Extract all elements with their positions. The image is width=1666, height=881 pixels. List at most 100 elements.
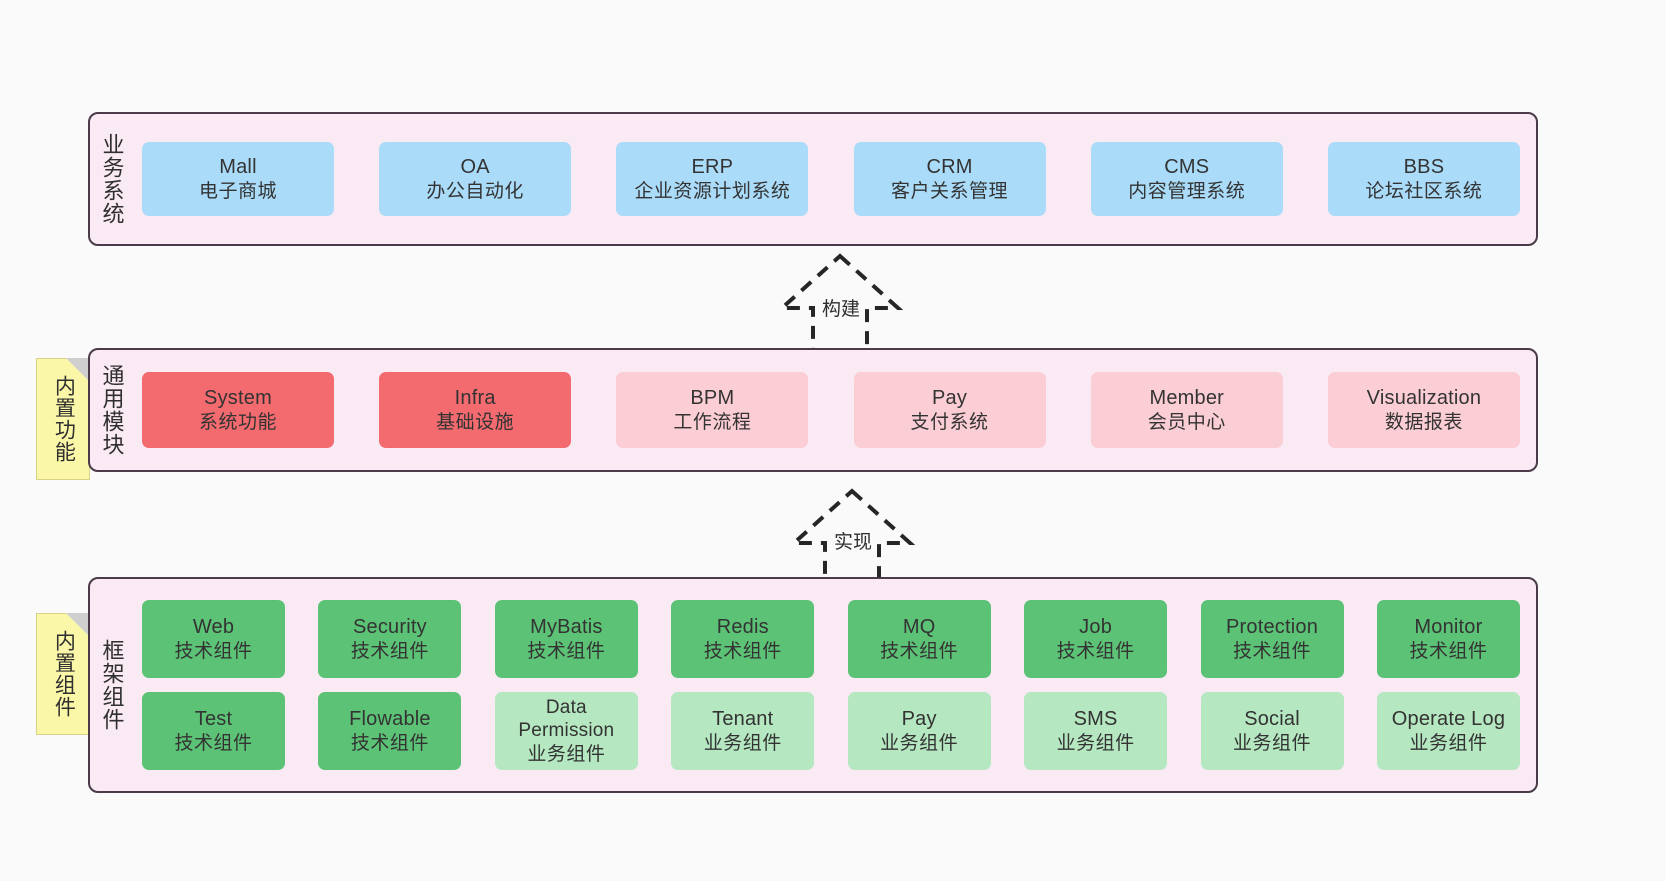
connector-build: 构建 [750, 252, 930, 356]
note-tag-builtin-function-label: 内置功能 [52, 375, 76, 463]
box-redis-cn: 技术组件 [703, 640, 782, 662]
box-pay-module[interactable]: Pay 支付系统 [853, 372, 1046, 448]
box-crm[interactable]: CRM 客户关系管理 [853, 142, 1046, 216]
box-redis[interactable]: Redis 技术组件 [671, 600, 815, 678]
box-infra[interactable]: Infra 基础设施 [379, 372, 572, 448]
box-social-cn: 业务组件 [1233, 732, 1312, 754]
common-modules-row: System 系统功能 Infra 基础设施 BPM 工作流程 Pay 支付系统… [142, 372, 1520, 448]
box-system-cn: 系统功能 [198, 411, 277, 433]
box-visualization-en: Visualization [1366, 387, 1482, 410]
box-sms-cn: 业务组件 [1056, 732, 1135, 754]
box-web[interactable]: Web 技术组件 [142, 600, 285, 678]
box-tenant-cn: 业务组件 [703, 732, 782, 754]
box-mq[interactable]: MQ 技术组件 [847, 600, 991, 678]
box-tenant-en: Tenant [712, 708, 774, 731]
box-security-cn: 技术组件 [350, 640, 429, 662]
box-erp[interactable]: ERP 企业资源计划系统 [616, 142, 809, 216]
box-job[interactable]: Job 技术组件 [1024, 600, 1168, 678]
box-pay-component-cn: 业务组件 [880, 732, 959, 754]
note-tag-builtin-function: 内置功能 [36, 358, 90, 480]
box-monitor-en: Monitor [1414, 616, 1483, 639]
box-mybatis-en: MyBatis [530, 616, 603, 639]
box-bpm[interactable]: BPM 工作流程 [616, 372, 809, 448]
framework-components-row-business: Test 技术组件 Flowable 技术组件 Data Permission … [142, 692, 1520, 770]
box-data-permission-en: Data Permission [518, 697, 615, 742]
framework-components-row-tech: Web 技术组件 Security 技术组件 MyBatis 技术组件 Redi… [142, 600, 1520, 678]
connector-implement-label: 实现 [832, 527, 875, 554]
box-erp-cn: 企业资源计划系统 [634, 180, 791, 202]
box-infra-cn: 基础设施 [436, 411, 515, 433]
box-protection-cn: 技术组件 [1233, 640, 1312, 662]
box-social-en: Social [1244, 708, 1300, 731]
box-web-cn: 技术组件 [174, 640, 253, 662]
box-system-en: System [204, 387, 272, 410]
box-operate-log[interactable]: Operate Log 业务组件 [1376, 692, 1520, 770]
box-cms[interactable]: CMS 内容管理系统 [1090, 142, 1283, 216]
box-monitor[interactable]: Monitor 技术组件 [1376, 600, 1520, 678]
box-bbs-cn: 论坛社区系统 [1365, 180, 1483, 202]
box-crm-en: CRM [926, 156, 973, 179]
box-cms-en: CMS [1164, 156, 1210, 179]
box-sms[interactable]: SMS 业务组件 [1024, 692, 1168, 770]
box-job-en: Job [1079, 616, 1113, 639]
box-operate-log-en: Operate Log [1391, 708, 1506, 731]
box-member[interactable]: Member 会员中心 [1090, 372, 1283, 448]
box-flowable-cn: 技术组件 [350, 732, 429, 754]
box-visualization-cn: 数据报表 [1384, 411, 1463, 433]
note-tag-builtin-component: 内置组件 [36, 613, 90, 735]
note-tag-builtin-component-label: 内置组件 [52, 630, 76, 718]
box-mybatis-cn: 技术组件 [527, 640, 606, 662]
box-protection[interactable]: Protection 技术组件 [1200, 600, 1344, 678]
box-crm-cn: 客户关系管理 [891, 180, 1009, 202]
box-data-permission[interactable]: Data Permission 业务组件 [494, 692, 638, 770]
layer-title-common-modules: 通用模块 [99, 364, 125, 456]
box-bbs[interactable]: BBS 论坛社区系统 [1327, 142, 1520, 216]
box-social[interactable]: Social 业务组件 [1200, 692, 1344, 770]
box-visualization[interactable]: Visualization 数据报表 [1327, 372, 1520, 448]
business-systems-row: Mall 电子商城 OA 办公自动化 ERP 企业资源计划系统 CRM 客户关系… [142, 142, 1520, 216]
box-bbs-en: BBS [1403, 156, 1445, 179]
box-oa[interactable]: OA 办公自动化 [379, 142, 572, 216]
box-test-cn: 技术组件 [174, 732, 253, 754]
box-job-cn: 技术组件 [1056, 640, 1135, 662]
connector-implement: 实现 [762, 487, 942, 591]
box-test[interactable]: Test 技术组件 [142, 692, 285, 770]
box-web-en: Web [192, 616, 235, 639]
box-pay-module-en: Pay [932, 387, 968, 410]
box-mq-en: MQ [902, 616, 936, 639]
box-operate-log-cn: 业务组件 [1409, 732, 1488, 754]
layer-title-framework-components: 框架组件 [99, 639, 125, 731]
box-security[interactable]: Security 技术组件 [318, 600, 462, 678]
box-oa-en: OA [460, 156, 490, 179]
box-tenant[interactable]: Tenant 业务组件 [671, 692, 815, 770]
box-mall-en: Mall [219, 156, 257, 179]
box-sms-en: SMS [1073, 708, 1118, 731]
box-member-cn: 会员中心 [1147, 411, 1226, 433]
box-member-en: Member [1149, 387, 1225, 410]
box-mall[interactable]: Mall 电子商城 [142, 142, 334, 216]
layer-body-common-modules: System 系统功能 Infra 基础设施 BPM 工作流程 Pay 支付系统… [134, 350, 1536, 470]
box-monitor-cn: 技术组件 [1409, 640, 1488, 662]
layer-business-systems: 业务系统 Mall 电子商城 OA 办公自动化 ERP 企业资源计划系统 CRM… [88, 112, 1538, 246]
box-system[interactable]: System 系统功能 [142, 372, 334, 448]
box-mall-cn: 电子商城 [198, 180, 277, 202]
box-oa-cn: 办公自动化 [426, 180, 524, 202]
connector-build-label: 构建 [820, 294, 863, 321]
layer-common-modules: 通用模块 System 系统功能 Infra 基础设施 BPM 工作流程 Pay… [88, 348, 1538, 472]
box-mybatis[interactable]: MyBatis 技术组件 [494, 600, 638, 678]
box-redis-en: Redis [716, 616, 769, 639]
box-pay-module-cn: 支付系统 [910, 411, 989, 433]
box-bpm-cn: 工作流程 [673, 411, 752, 433]
layer-framework-components: 框架组件 Web 技术组件 Security 技术组件 MyBatis 技术组件… [88, 577, 1538, 793]
box-mq-cn: 技术组件 [880, 640, 959, 662]
box-infra-en: Infra [454, 387, 496, 410]
box-data-permission-cn: 业务组件 [527, 743, 606, 765]
box-flowable[interactable]: Flowable 技术组件 [318, 692, 462, 770]
box-bpm-en: BPM [690, 387, 735, 410]
box-pay-component-en: Pay [901, 708, 937, 731]
box-security-en: Security [352, 616, 427, 639]
box-pay-component[interactable]: Pay 业务组件 [847, 692, 991, 770]
box-protection-en: Protection [1226, 616, 1319, 639]
box-erp-en: ERP [691, 156, 734, 179]
